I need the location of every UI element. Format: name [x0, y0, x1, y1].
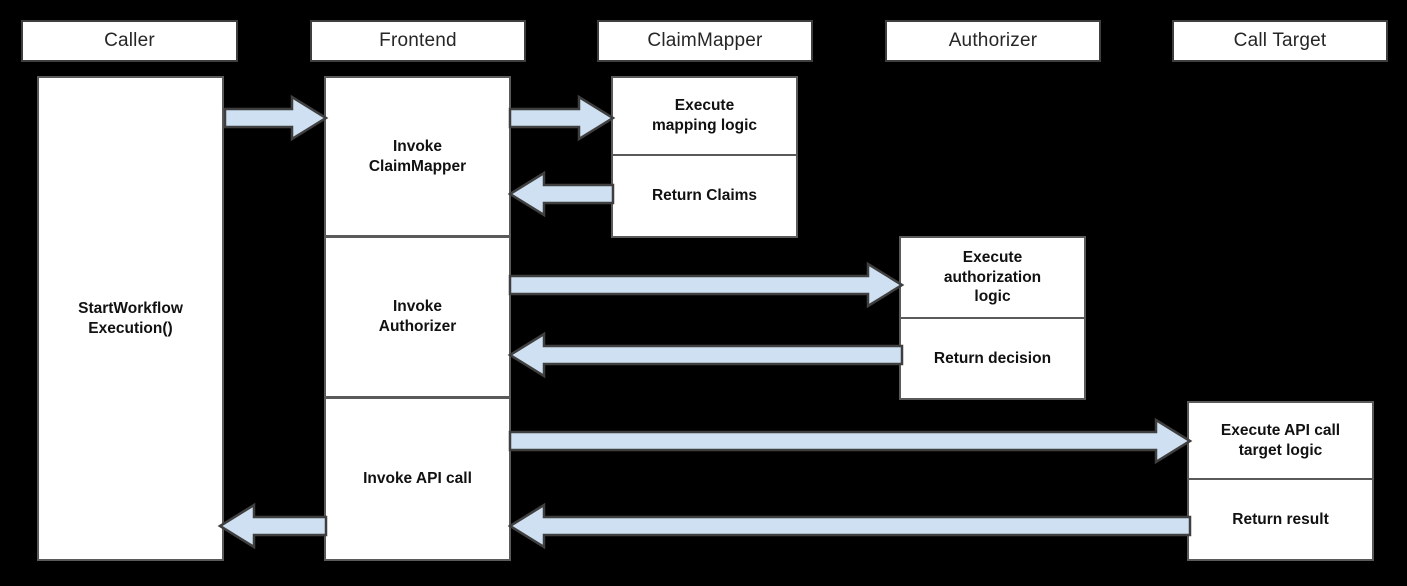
activation-frontend-invoke-authorizer-label: Invoke Authorizer	[378, 298, 457, 335]
activation-claimmapper-return-claims: Return Claims	[611, 155, 798, 238]
lane-header-claimmapper-label: ClaimMapper	[647, 30, 763, 51]
activation-calltarget-return-result: Return result	[1187, 479, 1374, 561]
activation-frontend-invoke-claimmapper: Invoke ClaimMapper	[324, 76, 511, 236]
arrow-frontend-to-authorizer	[508, 261, 905, 309]
activation-claimmapper-return-claims-label: Return Claims	[651, 187, 758, 205]
arrow-call-target-to-frontend	[507, 502, 1192, 550]
activation-claimmapper-execute-mapping-logic: Execute mapping logic	[611, 76, 798, 155]
activation-caller-start-workflow-label: StartWorkflow Execution()	[78, 299, 183, 337]
activation-calltarget-return-result-label: Return result	[1232, 510, 1329, 528]
lane-header-claimmapper: ClaimMapper	[597, 20, 813, 62]
lane-header-authorizer-label: Authorizer	[948, 30, 1038, 51]
arrow-frontend-to-claimmapper	[508, 94, 616, 142]
lane-header-authorizer: Authorizer	[885, 20, 1101, 62]
lane-header-call-target: Call Target	[1172, 20, 1388, 62]
activation-calltarget-execute-api-call-target-logic-label: Execute API call target logic	[1220, 421, 1341, 459]
activation-caller-start-workflow: StartWorkflow Execution()	[37, 76, 224, 561]
arrow-caller-to-frontend	[223, 94, 329, 142]
arrow-frontend-to-call-target	[508, 417, 1193, 465]
activation-frontend-invoke-api-call: Invoke API call	[324, 398, 511, 561]
activation-authorizer-execute-authorization-logic-label: Execute authorization logic	[943, 248, 1042, 306]
arrow-claimmapper-to-frontend	[507, 170, 615, 218]
lane-header-call-target-label: Call Target	[1233, 30, 1327, 51]
activation-authorizer-execute-authorization-logic: Execute authorization logic	[899, 236, 1086, 318]
lane-header-frontend-label: Frontend	[379, 30, 457, 51]
arrow-authorizer-to-frontend	[507, 331, 904, 379]
activation-frontend-invoke-claimmapper-label: Invoke ClaimMapper	[368, 137, 467, 175]
activation-authorizer-return-decision-label: Return decision	[933, 349, 1052, 367]
arrow-frontend-to-caller	[217, 502, 328, 550]
lane-header-caller-label: Caller	[104, 30, 155, 51]
activation-calltarget-execute-api-call-target-logic: Execute API call target logic	[1187, 401, 1374, 479]
activation-authorizer-return-decision: Return decision	[899, 318, 1086, 400]
lane-header-frontend: Frontend	[310, 20, 526, 62]
activation-frontend-invoke-api-call-label: Invoke API call	[363, 470, 472, 488]
lane-header-caller: Caller	[21, 20, 238, 62]
activation-claimmapper-execute-mapping-logic-label: Execute mapping logic	[651, 97, 758, 134]
activation-frontend-invoke-authorizer: Invoke Authorizer	[324, 236, 511, 398]
